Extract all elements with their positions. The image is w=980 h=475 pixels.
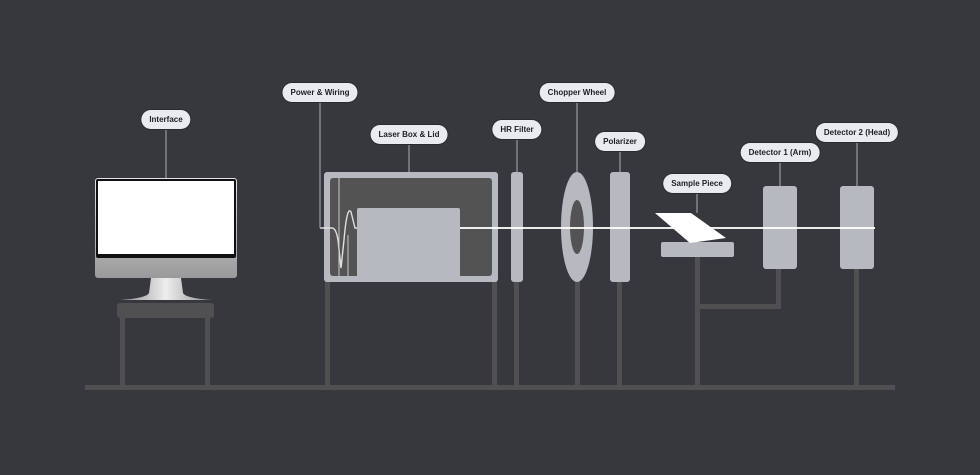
sample-piece <box>655 213 734 257</box>
label-detector-1: Detector 1 (Arm) <box>740 143 820 162</box>
label-polarizer: Polarizer <box>595 132 645 151</box>
base-rail <box>85 385 895 390</box>
label-detector-2: Detector 2 (Head) <box>815 123 899 142</box>
label-power-wiring: Power & Wiring <box>282 83 358 102</box>
label-interface: Interface <box>141 110 191 129</box>
label-chopper-wheel: Chopper Wheel <box>539 83 615 102</box>
label-sample-piece: Sample Piece <box>663 174 731 193</box>
monitor-table <box>117 303 214 387</box>
label-hr-filter: HR Filter <box>492 120 542 139</box>
laser-box <box>320 172 498 282</box>
leader-lines <box>165 102 858 228</box>
label-laser-box: Laser Box & Lid <box>370 125 448 144</box>
monitor-icon <box>95 178 237 300</box>
wiring-icon <box>320 210 357 269</box>
